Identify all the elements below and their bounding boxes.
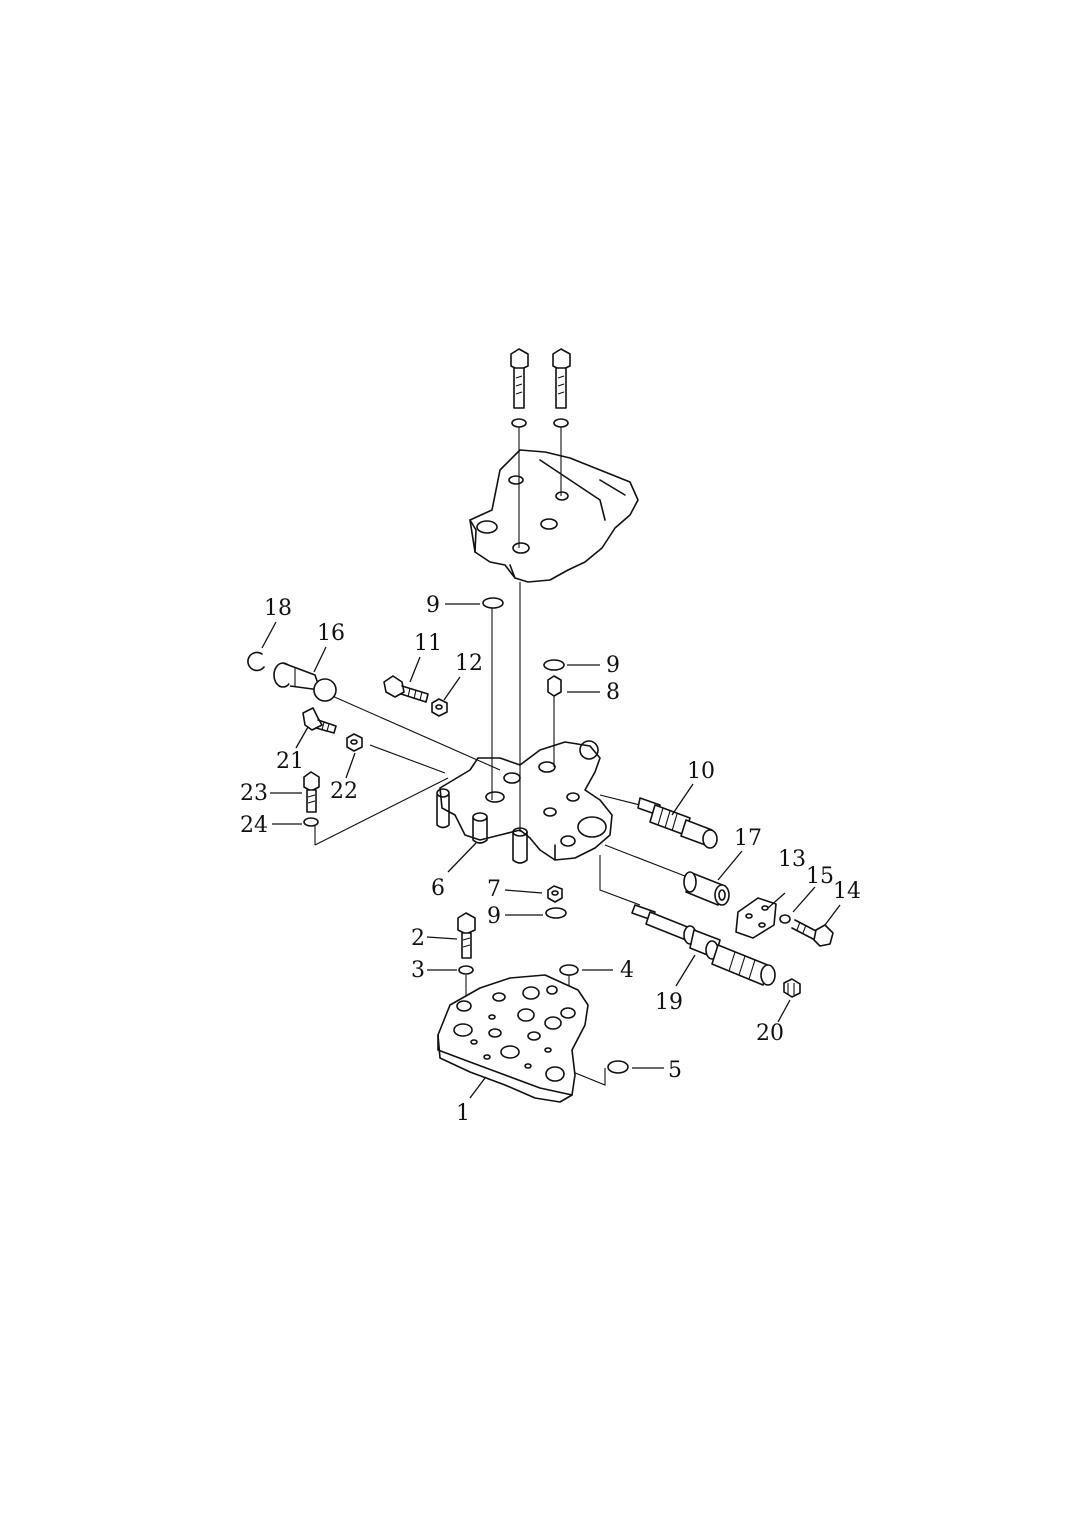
label-14: 14 <box>833 879 861 904</box>
label-11: 11 <box>414 631 442 656</box>
snap-ring-18 <box>247 651 265 672</box>
bottom-plate <box>437 974 589 1103</box>
bolt-11 <box>383 675 429 703</box>
label-6: 6 <box>431 876 445 901</box>
top-bolt-left <box>510 348 529 428</box>
washer-15 <box>779 914 791 924</box>
leader-lines <box>261 603 841 1099</box>
guide-line-22 <box>369 744 446 774</box>
nut-20 <box>783 978 801 998</box>
label-5: 5 <box>668 1058 682 1083</box>
o-ring-9-bottom <box>545 907 567 919</box>
label-20: 20 <box>756 1021 784 1046</box>
label-1: 1 <box>456 1101 470 1126</box>
o-ring-9-mid <box>543 659 565 671</box>
washer-3 <box>458 965 474 975</box>
label-7: 7 <box>487 877 501 902</box>
o-ring-4 <box>559 964 579 976</box>
top-cover-body <box>469 449 639 583</box>
nut-12 <box>431 698 448 717</box>
label-15: 15 <box>806 864 834 889</box>
label-12: 12 <box>455 651 483 676</box>
label-18: 18 <box>264 596 292 621</box>
spool-10 <box>637 797 718 849</box>
orifice-8 <box>547 675 562 702</box>
label-10: 10 <box>687 759 715 784</box>
label-4: 4 <box>620 958 634 983</box>
plug-7 <box>547 885 563 903</box>
label-22: 22 <box>330 779 358 804</box>
label-17: 17 <box>734 826 762 851</box>
guide-line-10 <box>599 794 641 806</box>
o-ring-9-top <box>482 597 504 609</box>
label-13: 13 <box>778 847 806 872</box>
bolt-21 <box>302 707 337 734</box>
plug-16 <box>273 662 337 702</box>
o-ring-5 <box>607 1060 629 1074</box>
valve-body <box>436 740 613 864</box>
label-9-top: 9 <box>426 593 440 618</box>
label-9-mid: 9 <box>606 653 620 678</box>
bolt-2 <box>457 912 476 959</box>
washer-24 <box>303 817 319 827</box>
label-16: 16 <box>317 621 345 646</box>
label-19: 19 <box>655 990 683 1015</box>
label-24: 24 <box>240 813 268 838</box>
label-3: 3 <box>411 958 425 983</box>
bolt-14 <box>791 919 834 947</box>
nut-22 <box>346 733 363 752</box>
part-labels: 18 16 11 12 9 9 8 10 17 13 15 14 21 22 2… <box>240 593 861 1126</box>
guide-line-16 <box>329 694 501 771</box>
label-23: 23 <box>240 781 268 806</box>
guide-line-19 <box>599 855 641 906</box>
bolt-23 <box>303 771 320 813</box>
spool-19 <box>631 904 776 986</box>
label-2: 2 <box>411 926 425 951</box>
label-8: 8 <box>606 680 620 705</box>
piston-17 <box>683 871 730 906</box>
guide-line-17 <box>604 844 691 879</box>
label-21: 21 <box>276 749 304 774</box>
top-bolt-right <box>552 348 571 428</box>
label-9-bottom: 9 <box>487 904 501 929</box>
cover-plate-13 <box>735 897 777 939</box>
